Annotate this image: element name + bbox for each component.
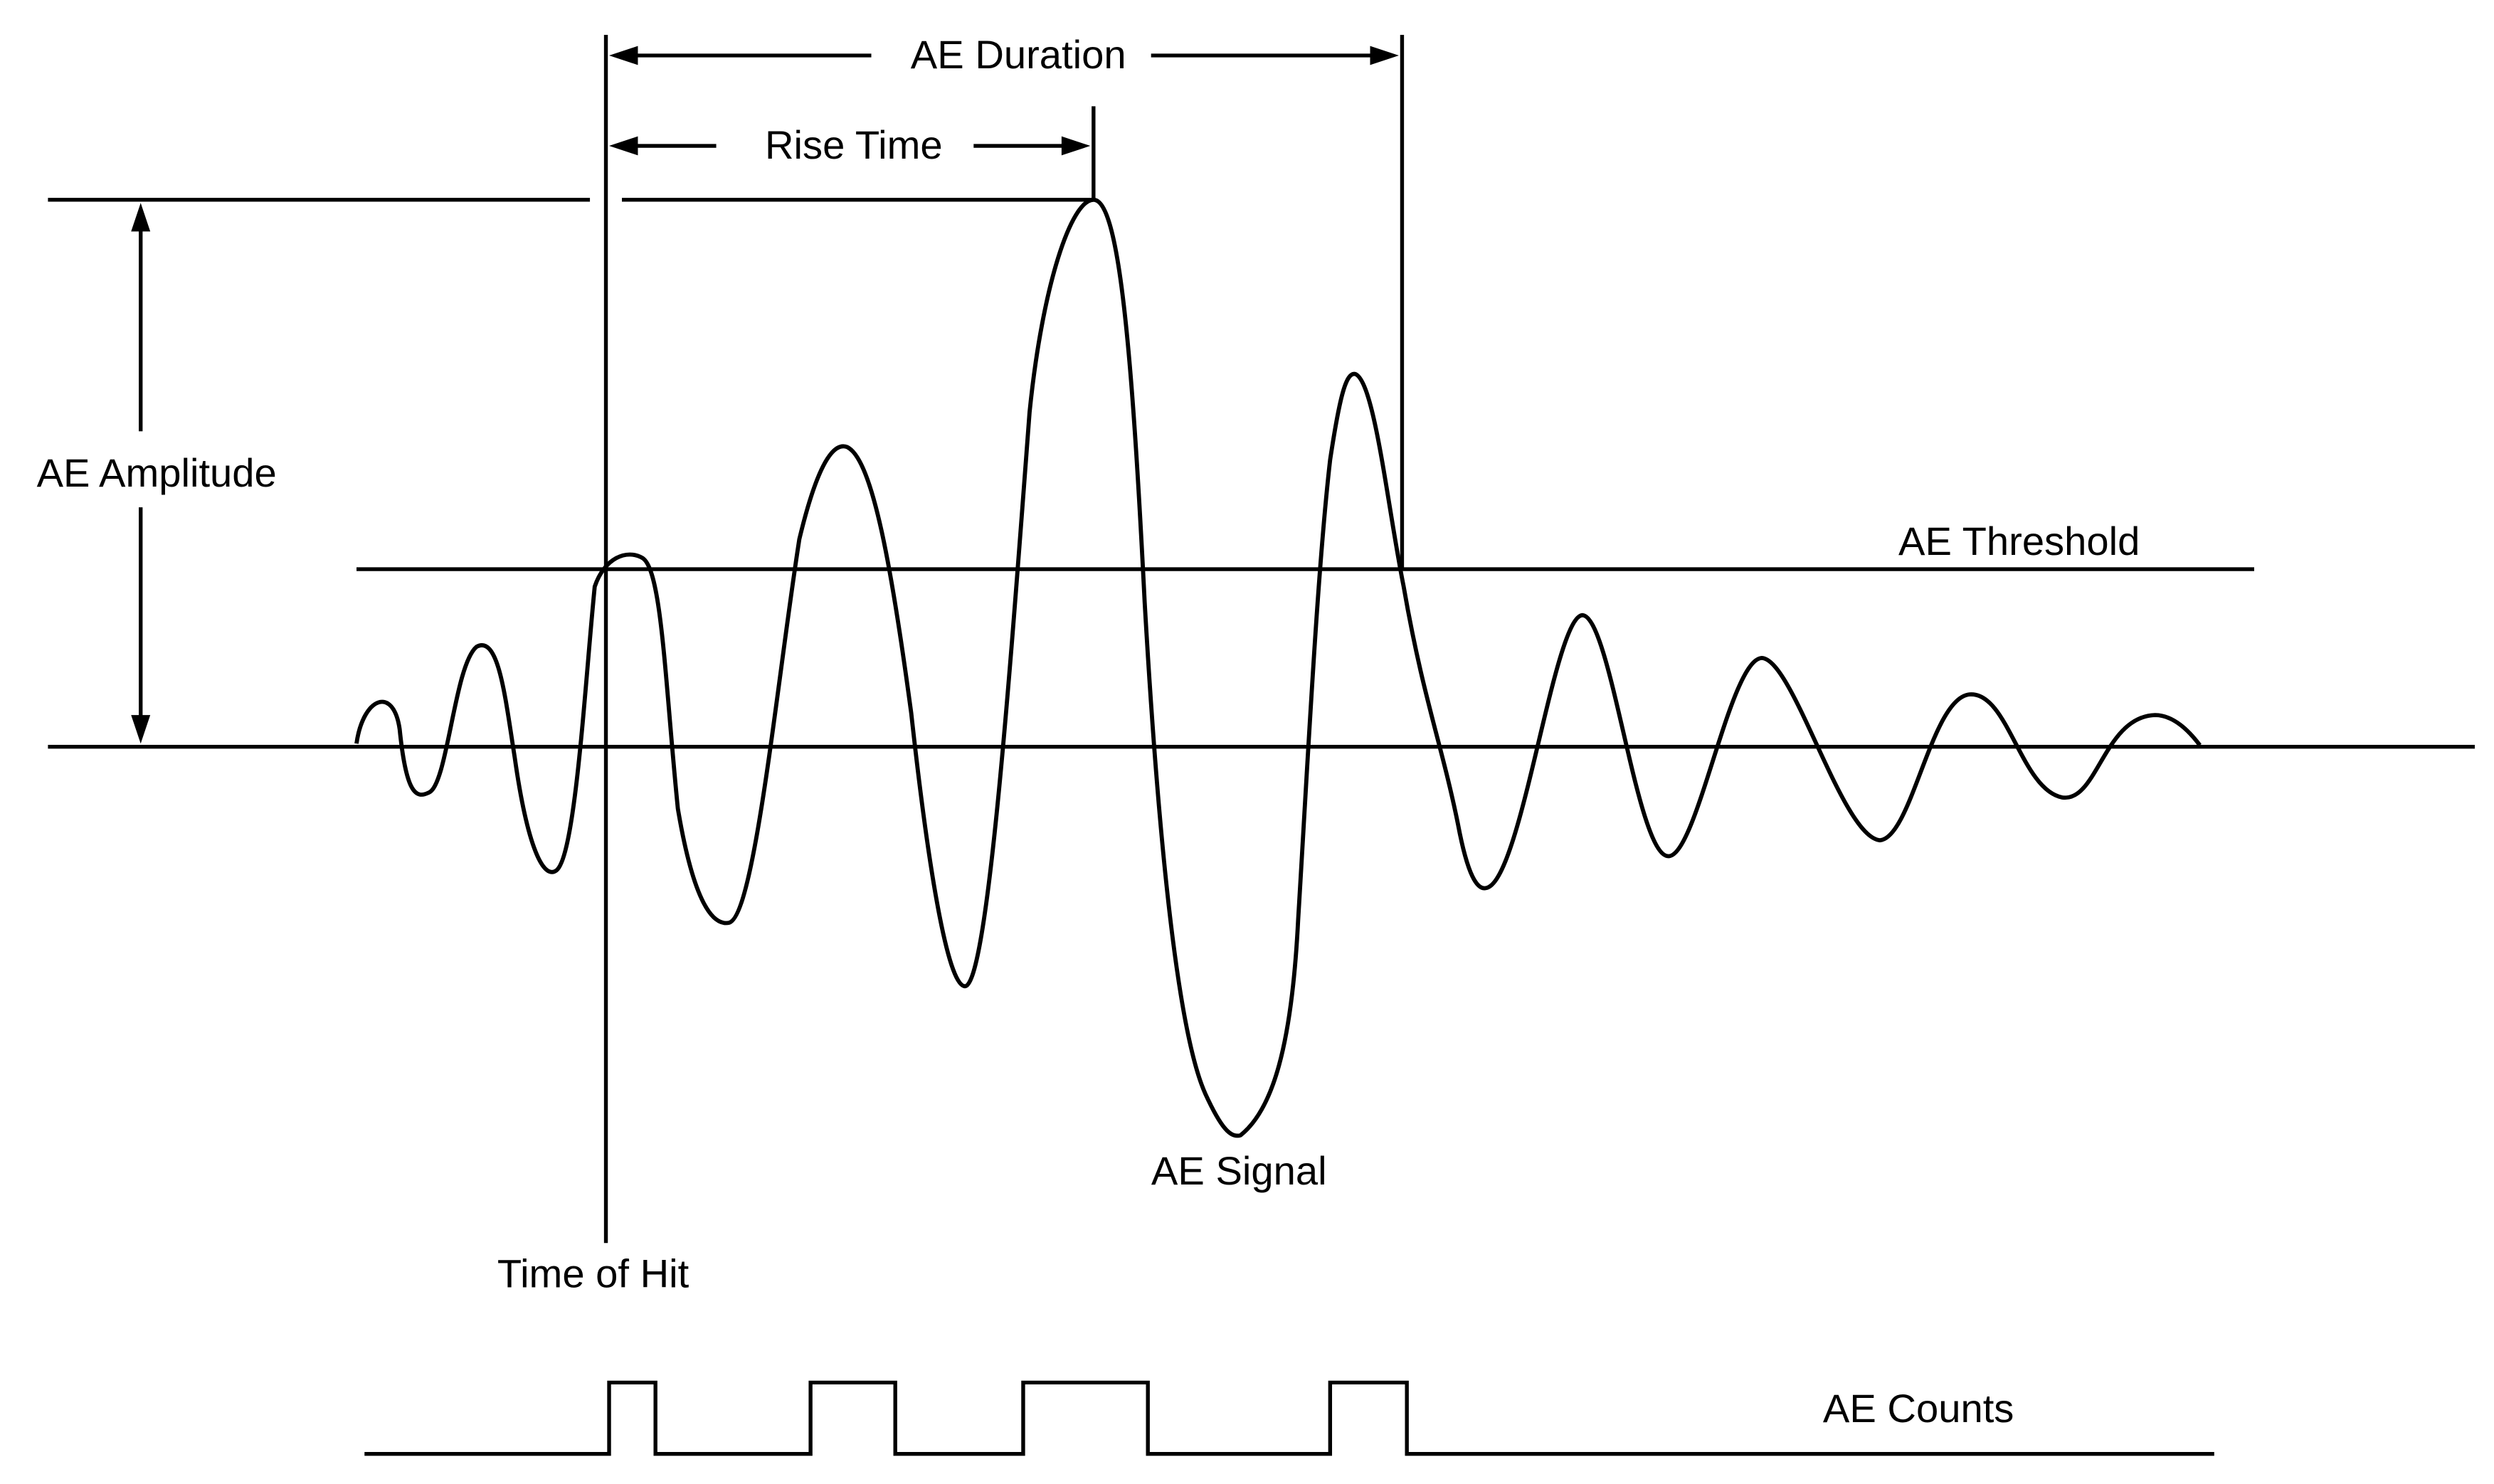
- duration-arrowhead-left: [609, 46, 638, 65]
- rise-time-arrowhead-left: [609, 136, 638, 156]
- counts-label: AE Counts: [1823, 1386, 2014, 1431]
- rise-time-label: Rise Time: [765, 122, 943, 167]
- rise-time-arrowhead-right: [1061, 136, 1091, 156]
- amplitude-label: AE Amplitude: [37, 450, 277, 495]
- signal-label: AE Signal: [1151, 1148, 1327, 1193]
- duration-label: AE Duration: [911, 32, 1126, 77]
- time-of-hit-label: Time of Hit: [497, 1251, 689, 1296]
- amplitude-arrowhead-bottom: [131, 715, 151, 744]
- ae-signal-waveform: [354, 197, 2202, 1138]
- duration-arrowhead-right: [1370, 46, 1399, 65]
- ae-counts-pulse-train: [364, 1380, 2214, 1456]
- threshold-label: AE Threshold: [1898, 519, 2140, 563]
- amplitude-arrowhead-top: [131, 203, 151, 232]
